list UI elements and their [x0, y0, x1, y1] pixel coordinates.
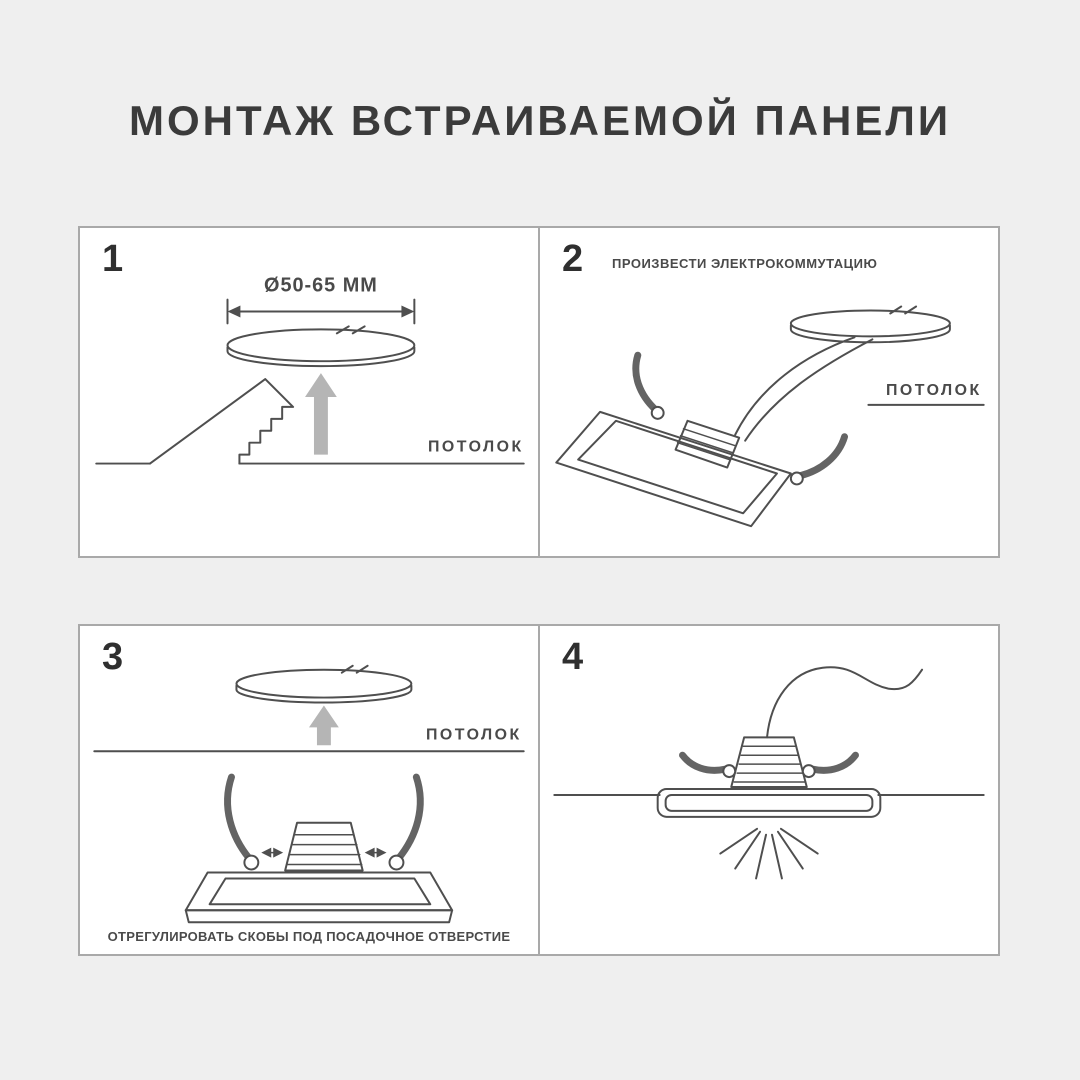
driver-block: [674, 419, 741, 469]
adjustment-arrows: [261, 847, 387, 858]
diameter-dimension: Ø50-65 ММ: [226, 275, 416, 325]
ceiling-cutaway: [95, 378, 525, 465]
power-wires: [734, 336, 874, 442]
step-number-1: 1: [102, 238, 124, 280]
up-arrow-icon: [309, 705, 339, 746]
spring-clip-left: [632, 351, 665, 420]
up-arrow-icon: [305, 373, 337, 455]
panel-frame: [555, 410, 792, 528]
ceiling-label: ПОТОЛОК: [886, 382, 982, 399]
step-panel-3: ПОТОЛОК 3 ОТРЕГУЛ: [78, 624, 540, 956]
step-panel-2: ПОТОЛОК 2 ПРОИЗВЕСТИ ЭЛЕКТРОКОММУТАЦИЮ: [538, 226, 1000, 558]
spring-clip-left: [224, 773, 260, 871]
panel-disc: [789, 305, 951, 344]
step-4-illustration: [553, 666, 985, 880]
step-2-instruction: ПРОИЗВЕСТИ ЭЛЕКТРОКОММУТАЦИЮ: [612, 256, 878, 271]
ceiling-label: ПОТОЛОК: [426, 726, 522, 743]
step-number-2: 2: [562, 238, 584, 280]
power-wire: [766, 666, 924, 739]
step-3-illustration: ПОТОЛОК: [93, 664, 525, 924]
panel-disc: [235, 664, 413, 704]
panel-frame: [184, 871, 454, 924]
driver-block: [284, 821, 364, 872]
driver-block: [730, 736, 808, 789]
hole-diameter-label: Ø50-65 ММ: [264, 275, 378, 297]
spring-clip-left: [679, 751, 737, 779]
step-2-illustration: ПОТОЛОК: [555, 305, 985, 528]
step-3-caption: ОТРЕГУЛИРОВАТЬ СКОБЫ ПОД ПОСАДОЧНОЕ ОТВЕ…: [107, 929, 511, 944]
step-number-3: 3: [102, 636, 124, 678]
step-1-illustration: Ø50-65 ММ ПОТОЛОК: [95, 275, 525, 465]
step-number-4: 4: [562, 636, 584, 678]
spring-clip-right: [789, 433, 849, 486]
lamp-trim: [656, 788, 882, 818]
page-title: МОНТАЖ ВСТРАИВАЕМОЙ ПАНЕЛИ: [128, 97, 952, 144]
ceiling-label: ПОТОЛОК: [428, 439, 524, 456]
spring-clip-right: [388, 773, 424, 871]
light-rays: [719, 827, 819, 880]
step-panel-1: Ø50-65 ММ ПОТОЛОК 1: [78, 226, 540, 558]
step-panel-4: 4: [538, 624, 1000, 956]
panel-disc: [226, 325, 416, 368]
spring-clip-right: [801, 751, 859, 779]
